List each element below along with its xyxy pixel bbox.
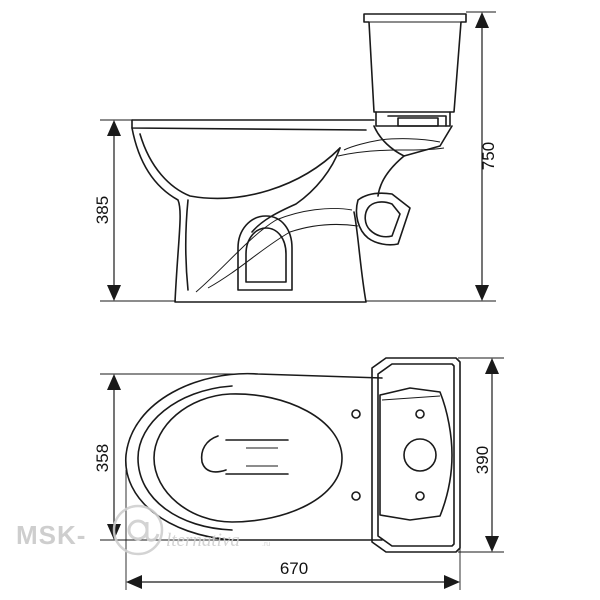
top-view-cistern bbox=[371, 357, 461, 553]
dimension-total-height: 750 bbox=[366, 11, 498, 302]
watermark-brand: MSK- bbox=[16, 520, 86, 550]
watermark-suffix: .ru bbox=[262, 541, 270, 548]
top-view-bowl bbox=[125, 372, 383, 541]
bowl-width-label: 358 bbox=[93, 444, 112, 472]
side-view bbox=[131, 13, 467, 303]
at-sign-icon bbox=[112, 504, 164, 556]
dimension-bowl-width: 358 bbox=[93, 373, 240, 541]
side-view-bowl bbox=[131, 119, 453, 303]
bowl-height-label: 385 bbox=[93, 196, 112, 224]
side-view-cistern bbox=[363, 13, 467, 127]
watermark-script: lternativa bbox=[166, 530, 240, 551]
dimension-tank-width: 390 bbox=[458, 357, 504, 553]
dimension-bowl-height: 385 bbox=[93, 119, 176, 302]
tank-width-label: 390 bbox=[473, 446, 492, 474]
total-height-label: 750 bbox=[479, 142, 498, 170]
watermark: MSK- lternativa .ru bbox=[16, 504, 270, 556]
top-view bbox=[125, 357, 461, 553]
dimension-total-length: 670 bbox=[125, 470, 461, 590]
total-length-label: 670 bbox=[280, 559, 308, 578]
